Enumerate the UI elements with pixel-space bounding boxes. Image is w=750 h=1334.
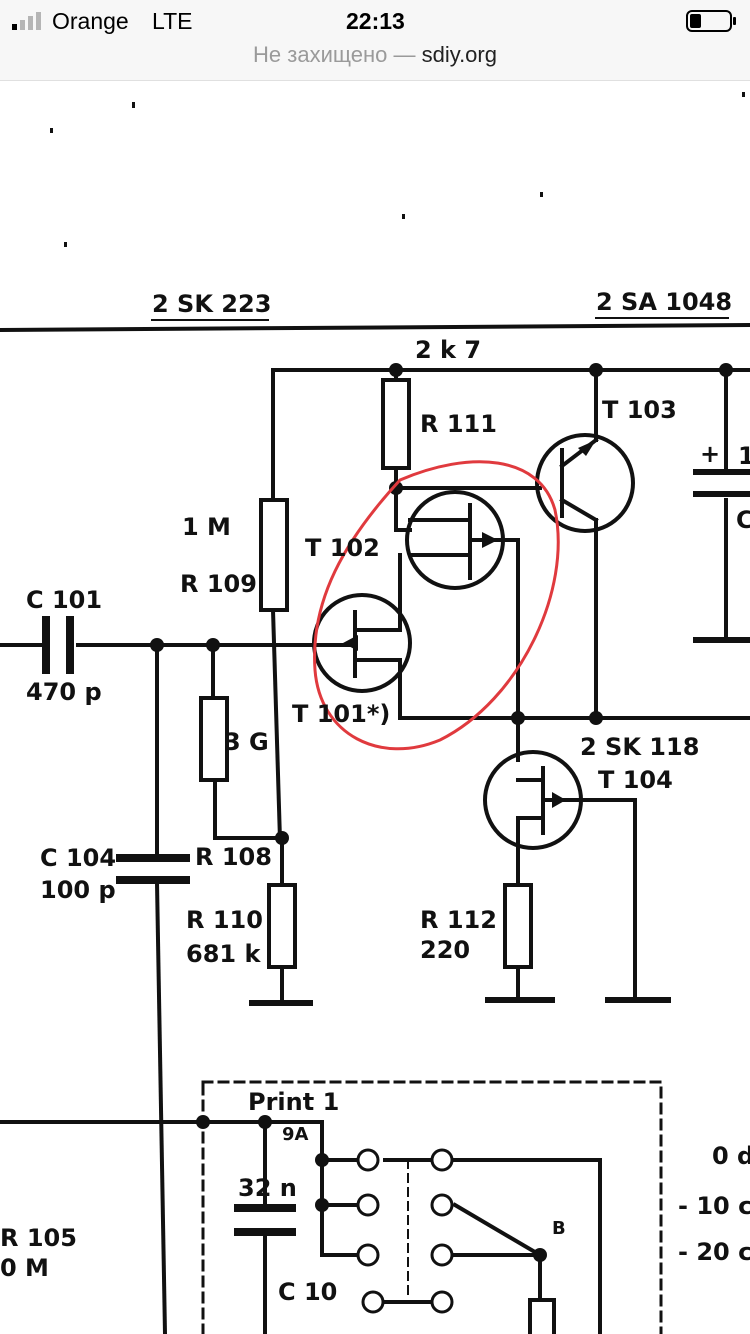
c104-label: C 104 <box>40 844 116 872</box>
r110-value-label: 681 k <box>186 940 261 968</box>
r112-value-label: 220 <box>420 936 470 964</box>
level-10-label: - 10 c <box>678 1192 750 1220</box>
cap-value-partial-label: 1 <box>738 442 750 470</box>
r111-value-label: 2 k 7 <box>415 336 481 364</box>
r109-label: R 109 <box>180 570 257 598</box>
r109-value-label: 1 M <box>182 513 231 541</box>
print-label: Print 1 <box>248 1088 339 1116</box>
r111-label: R 111 <box>420 410 497 438</box>
level-20-label: - 20 c <box>678 1238 750 1266</box>
switch-label: B <box>552 1218 566 1239</box>
c101-value-label: 470 p <box>26 678 102 706</box>
r110-label: R 110 <box>186 906 263 934</box>
status-bar: Orange LTE 22:13 <box>0 0 750 40</box>
clock: 22:13 <box>346 8 405 34</box>
r108-label: R 108 <box>195 843 272 871</box>
c101-label: C 101 <box>26 586 102 614</box>
cap-c-label: C <box>736 506 750 534</box>
t103-label: T 103 <box>602 396 677 424</box>
c10-label: C 10 <box>278 1278 337 1306</box>
circuit-schematic: 2 SK 223 2 SA 1048 2 k 7 R 111 T 103 C 1… <box>0 92 750 1334</box>
c104-value-label: 100 p <box>40 876 116 904</box>
t101-part-label: 2 SK 223 <box>152 290 271 318</box>
url-display[interactable]: Не захищено — sdiy.org <box>0 42 750 68</box>
carrier-name: Orange <box>52 8 129 34</box>
url-domain: sdiy.org <box>421 42 497 67</box>
address-bar[interactable]: Не захищено — sdiy.org <box>0 40 750 81</box>
cap-plus-label: + <box>700 440 720 468</box>
t104-label: T 104 <box>598 766 673 794</box>
level-0-label: 0 d <box>712 1142 750 1170</box>
c10-value-label: 32 n <box>238 1174 297 1202</box>
t101-label: T 101*) <box>292 700 390 728</box>
r105-value-label: 0 M <box>0 1254 49 1282</box>
network-type: LTE <box>152 8 193 34</box>
pin-label: 9A <box>282 1124 309 1145</box>
signal-bars-icon <box>12 12 41 30</box>
t102-label: T 102 <box>305 534 380 562</box>
t104-part-label: 2 SK 118 <box>580 733 699 761</box>
battery-icon <box>686 10 736 32</box>
security-warning: Не захищено — <box>253 42 416 67</box>
highlight-loop <box>313 460 560 751</box>
r105-label: R 105 <box>0 1224 77 1252</box>
t103-part-label: 2 SA 1048 <box>596 288 732 316</box>
r112-label: R 112 <box>420 906 497 934</box>
r108-value-label: 3 G <box>224 728 269 756</box>
